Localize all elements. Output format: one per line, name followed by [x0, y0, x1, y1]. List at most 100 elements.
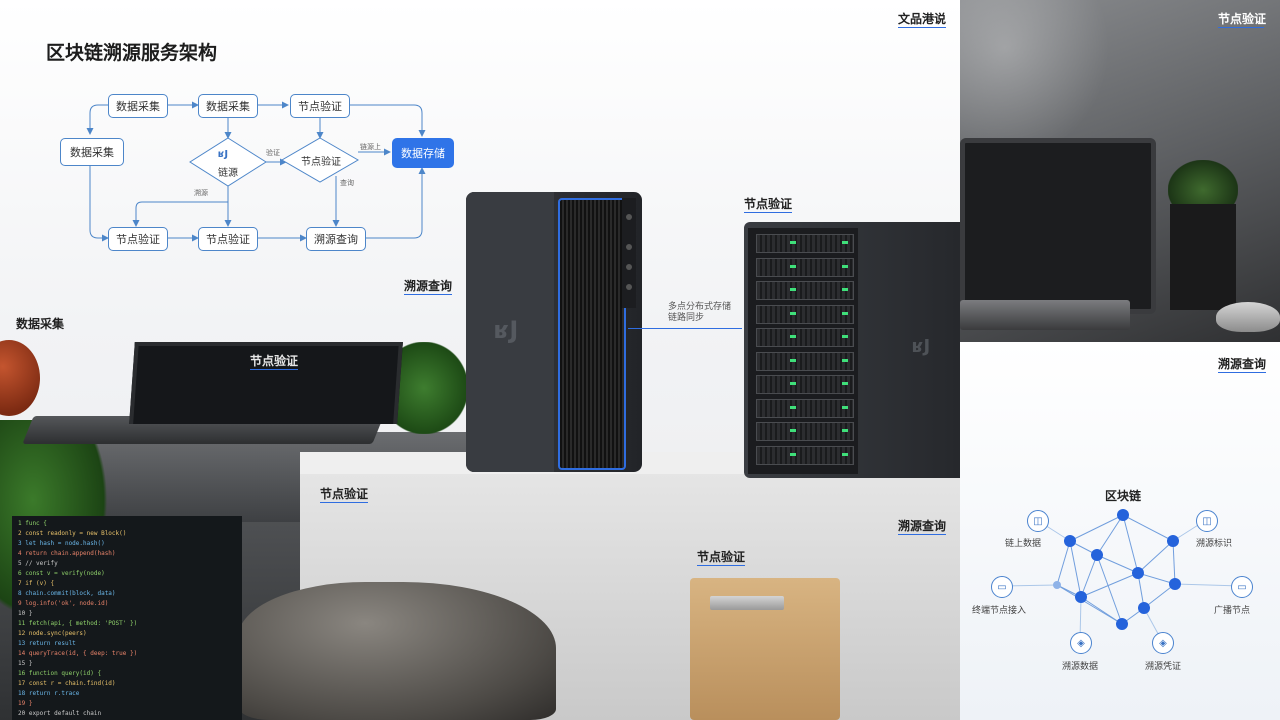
- code-line: 15 }: [18, 660, 33, 667]
- rock: [238, 582, 556, 720]
- drive-led: [842, 288, 848, 291]
- edge: [132, 186, 229, 227]
- flow-node-node-verify: 节点验证: [108, 227, 168, 251]
- drive-led: [790, 382, 796, 385]
- flow-node-node-verify: 节点验证: [301, 157, 341, 168]
- network-terminal-icon: ▭: [991, 576, 1013, 598]
- network-label: 广播节点: [1214, 606, 1251, 616]
- code-line: 13 return result: [18, 640, 76, 647]
- network-node: [1138, 602, 1150, 614]
- label-underline: [404, 294, 452, 295]
- drive-led: [790, 288, 796, 291]
- flow-node-data-collect: 数据采集: [60, 138, 124, 166]
- network-edge: [1069, 514, 1124, 542]
- tower-server-grille: [558, 198, 626, 470]
- code-line: 20 export default chain: [18, 710, 102, 717]
- network-graph: [1000, 509, 1242, 642]
- drive-led: [790, 405, 796, 409]
- network-tag-icon: ◫: [1196, 510, 1218, 532]
- network-proof-icon: ◈: [1152, 632, 1174, 654]
- network-edge: [1143, 583, 1176, 609]
- label-trace-query: 溯源查询: [898, 519, 947, 533]
- code-line: 7 if (v) {: [18, 580, 55, 587]
- label-underline: [898, 27, 946, 28]
- drive-led: [842, 382, 848, 385]
- network-edge: [1056, 584, 1123, 625]
- network-edge: [1137, 540, 1174, 574]
- drive-bay: [756, 422, 854, 441]
- code-line: 16 function query(id) {: [18, 670, 102, 677]
- code-line: 18 return r.trace: [18, 690, 80, 697]
- network-title: 区块链: [1105, 489, 1142, 503]
- flow-node-data-storage: 数据存储: [392, 138, 454, 168]
- tower-button: [626, 264, 632, 270]
- code-line: 1 func {: [18, 520, 47, 527]
- network-label: 溯源凭证: [1145, 662, 1182, 672]
- network-edge: [1080, 554, 1098, 598]
- edge: [364, 167, 426, 239]
- drive-bay: [756, 351, 854, 371]
- tower-button: [626, 214, 632, 220]
- network-node: [1116, 618, 1128, 630]
- code-line: 3 let hash = node.hash(): [18, 540, 105, 547]
- edge: [86, 104, 108, 135]
- network-edge: [1096, 554, 1123, 625]
- edge-label: 查询: [340, 179, 354, 187]
- connector-line: [628, 328, 742, 329]
- drive-led: [842, 335, 848, 338]
- network-edge: [1056, 540, 1071, 586]
- diamond-node: [189, 137, 267, 187]
- network-edge: [1080, 572, 1139, 598]
- drive-led: [790, 429, 796, 432]
- code-panel: 1 func { 2 const readonly = new Block() 3 …: [12, 516, 242, 720]
- edge-label: 链源上: [360, 143, 381, 151]
- label-trace-query: 溯源查询: [404, 279, 453, 293]
- network-node: [1064, 535, 1076, 547]
- drive-bay: [756, 234, 854, 253]
- diamond-node: [281, 137, 359, 183]
- drive-led: [790, 264, 796, 268]
- drive-led: [842, 241, 848, 244]
- network-node: [1132, 567, 1144, 579]
- flow-node-trace-query: 溯源查询: [306, 227, 366, 251]
- label-node-verify-laptop: 节点验证: [250, 354, 299, 368]
- tower-logo-icon: ʁJ: [494, 316, 519, 344]
- network-broadcast-icon: ▭: [1231, 576, 1253, 598]
- code-line: 4 return chain.append(hash): [18, 550, 116, 557]
- network-edge: [1172, 540, 1176, 585]
- network-node: [1075, 591, 1087, 603]
- label-underline: [320, 502, 368, 503]
- photo-laptop-base: [960, 300, 1130, 330]
- code-line: 11 fetch(api, { method: 'POST' }): [18, 620, 138, 627]
- code-line: 9 log.info('ok', node.id): [18, 600, 109, 607]
- code-line: 19 }: [18, 700, 33, 707]
- network-edge: [1122, 514, 1174, 542]
- label-underline: [250, 369, 298, 370]
- network-edge: [1096, 514, 1124, 556]
- page-title: 区块链溯源服务架构: [46, 42, 218, 64]
- edge: [89, 162, 109, 242]
- code-line: 14 queryTrace(id, { deep: true }): [18, 650, 138, 657]
- label-node-verify-rack: 节点验证: [744, 197, 793, 211]
- code-line: 2 const readonly = new Block(): [18, 530, 127, 537]
- code-line: 6 const v = verify(node): [18, 570, 105, 577]
- network-label: 溯源标识: [1196, 539, 1233, 549]
- network-edge: [1137, 572, 1176, 585]
- network-node: [1167, 535, 1179, 547]
- connector-label: 多点分布式存储 链路同步: [668, 302, 732, 323]
- network-node: [1169, 578, 1181, 590]
- edge: [348, 104, 426, 137]
- rack-logo-icon: ʁJ: [912, 336, 931, 357]
- drive-bay: [756, 257, 854, 277]
- code-line: 17 const r = chain.find(id): [18, 680, 116, 687]
- label-top-center: 文品港说: [898, 12, 947, 26]
- photo-bowl: [1216, 302, 1280, 332]
- network-node: [1117, 509, 1129, 521]
- network-panel: [960, 342, 1280, 720]
- tower-button: [626, 284, 632, 290]
- label-underline: [744, 212, 792, 213]
- drive-led: [842, 405, 848, 409]
- label-node-verify-plinth: 节点验证: [320, 487, 369, 501]
- flow-node-node-verify: 节点验证: [290, 94, 350, 118]
- drive-led: [842, 452, 848, 456]
